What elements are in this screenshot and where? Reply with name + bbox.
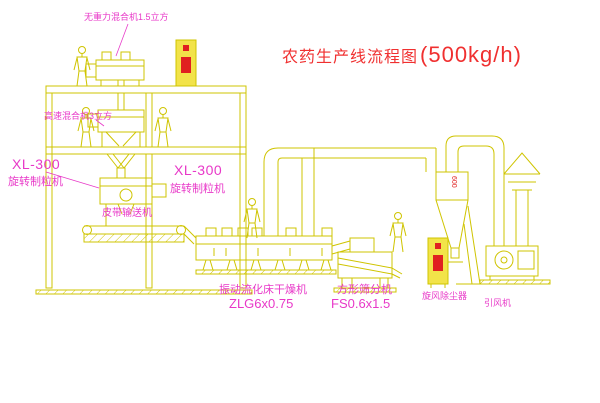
title-capacity: (500kg/h) (420, 42, 522, 67)
person-figure (389, 212, 407, 253)
building-frame (35, 85, 253, 295)
cyclone-dim-label: 600 (450, 176, 457, 188)
belt-conveyor-unit (82, 225, 197, 245)
stack-and-cap (503, 152, 541, 246)
mixer-mid-unit (87, 93, 145, 147)
dryer-model-label: ZLG6x0.75 (229, 296, 294, 311)
sieve-name-label: 方形筛分机 (337, 284, 392, 296)
y-chute (106, 153, 136, 179)
fan-name-label: 引风机 (484, 298, 512, 308)
drawing-title: 农药生产线流程图 (500kg/h) (282, 42, 522, 68)
dryer-name-label: 振动流化床干燥机 (219, 284, 307, 296)
person-figure (73, 46, 91, 87)
granulator-left-model: XL-300 (12, 156, 61, 172)
title-text: 农药生产线流程图 (282, 49, 419, 66)
granulator-unit (99, 177, 167, 226)
granulator-mid-name: 旋转制粒机 (170, 183, 225, 195)
fan-unit (479, 245, 551, 285)
sieve-model-label: FS0.6x1.5 (331, 296, 391, 311)
person-figure (154, 107, 172, 148)
mixer-mid-label: 高速混合机3立方 (44, 111, 113, 121)
fluid-bed-dryer-unit (195, 227, 337, 275)
control-panel-top (175, 39, 197, 87)
cyclone-name-label: 旋风除尘器 (422, 291, 468, 301)
leader-lines (45, 23, 129, 189)
mixer-top-label: 无重力混合机1.5立方 (84, 12, 169, 22)
square-sieve-unit (331, 237, 403, 293)
belt-conveyor-label: 皮带输送机 (102, 208, 152, 219)
outlet-duct (445, 135, 505, 246)
granulator-left-name: 旋转制粒机 (8, 176, 63, 188)
mixer-top-unit (85, 51, 145, 86)
control-panel-bottom (427, 237, 449, 288)
granulator-mid-model: XL-300 (174, 162, 223, 178)
exhaust-duct (263, 147, 437, 236)
